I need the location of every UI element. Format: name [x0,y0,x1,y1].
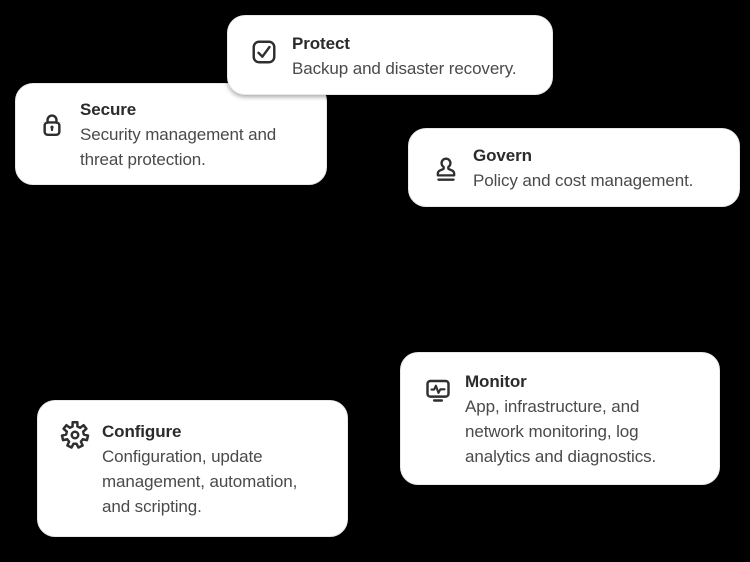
card-description-line: Policy and cost management. [473,171,694,190]
checkbox-check-icon [250,38,280,66]
card-description-line: threat protection. [80,150,206,169]
card-description-line: analytics and diagnostics. [465,447,657,466]
card-title: Govern [473,146,532,165]
card-title: Protect [292,34,350,53]
card-description-line: Configuration, update [102,447,263,466]
monitor-pulse-icon [423,376,453,404]
lock-icon [38,111,68,139]
card-monitor: Monitor App, infrastructure, and network… [400,352,720,485]
card-title: Configure [102,422,182,441]
stamp-icon [431,156,461,184]
card-description-line: management, automation, [102,472,298,491]
card-configure: Configure Configuration, update manageme… [37,400,348,537]
card-secure: Secure Security management and threat pr… [15,83,327,185]
card-description-line: Backup and disaster recovery. [292,59,517,78]
card-title: Monitor [465,372,527,391]
card-title: Secure [80,100,137,119]
card-description-line: and scripting. [102,497,202,516]
card-protect: Protect Backup and disaster recovery. [227,15,553,95]
card-govern: Govern Policy and cost management. [408,128,740,207]
card-description-line: Security management and [80,125,277,144]
gear-icon [60,420,90,450]
card-description-line: App, infrastructure, and [465,397,640,416]
card-description-line: network monitoring, log [465,422,639,441]
